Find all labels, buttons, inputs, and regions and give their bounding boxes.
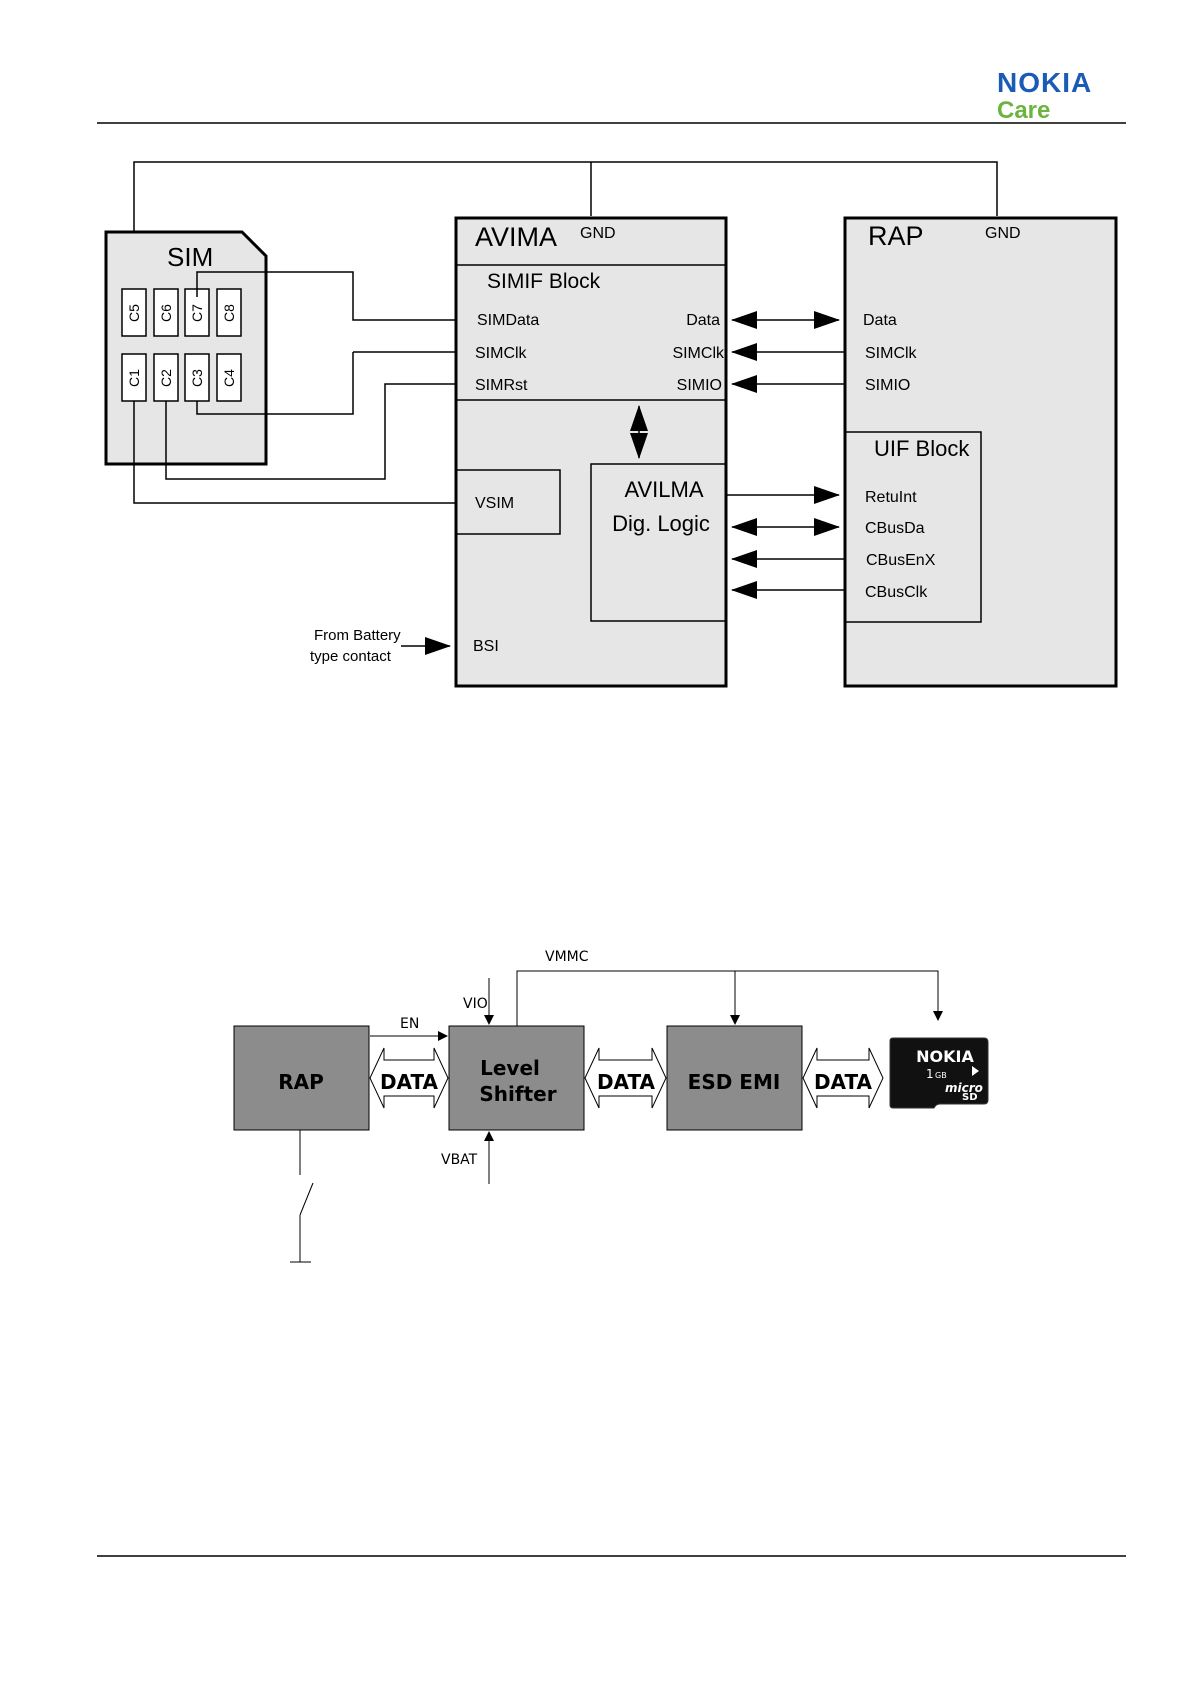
care-logo: Care: [997, 97, 1050, 124]
contact-c5: C5: [126, 304, 142, 322]
contact-c1: C1: [126, 369, 142, 387]
uif-pin-retuint: RetuInt: [865, 489, 917, 506]
contact-c2: C2: [158, 369, 174, 387]
avima-pin-simio: SIMIO: [677, 377, 722, 394]
rap-title: RAP: [868, 221, 924, 251]
level-label: Level: [480, 1056, 540, 1080]
avima-pin-simdata: SIMData: [477, 312, 539, 329]
rap-pin-simio: SIMIO: [865, 377, 910, 394]
uif-pin-cbusda: CBusDa: [865, 520, 925, 537]
avima-gnd: GND: [580, 225, 616, 242]
en-label: EN: [400, 1016, 419, 1032]
avilma-title: AVILMA: [624, 477, 703, 502]
contact-c4: C4: [221, 369, 237, 387]
uif-title: UIF Block: [874, 436, 970, 461]
avima-title: AVIMA: [475, 222, 557, 252]
avima-pin-simclk-right: SIMClk: [672, 345, 725, 362]
battery-label-2: type contact: [310, 648, 392, 665]
rap-pin-simclk: SIMClk: [865, 345, 918, 362]
avima-pin-simrst: SIMRst: [475, 377, 528, 394]
contact-c7: C7: [189, 304, 205, 322]
data-label-3: DATA: [814, 1070, 873, 1094]
vio-label: VIO: [463, 996, 488, 1012]
header: NOKIA Care: [97, 67, 1126, 124]
rap-label-2: RAP: [278, 1070, 324, 1094]
microsd-brand: NOKIA: [916, 1047, 974, 1066]
shifter-label: Shifter: [479, 1082, 556, 1106]
mmc-interface-diagram: [234, 971, 988, 1262]
data-label-1: DATA: [380, 1070, 439, 1094]
rap-gnd: GND: [985, 225, 1021, 242]
contact-c3: C3: [189, 369, 205, 387]
avilma-subtitle: Dig. Logic: [612, 511, 710, 536]
vbat-label: VBAT: [441, 1152, 478, 1168]
sim-title: SIM: [167, 242, 213, 272]
simif-title: SIMIF Block: [487, 270, 601, 293]
switch-to-ground: [290, 1130, 313, 1262]
rap-pin-data: Data: [863, 312, 897, 329]
uif-pin-cbusclk: CBusClk: [865, 584, 928, 601]
microsd-logo-sub: SD: [962, 1092, 978, 1103]
microsd-size: 1: [926, 1067, 934, 1081]
uif-pin-cbusenx: CBusEnX: [866, 552, 936, 569]
microsd-unit: GB: [935, 1071, 947, 1080]
battery-label-1: From Battery: [314, 627, 401, 644]
avima-pin-simclk: SIMClk: [475, 345, 528, 362]
esd-emi-label: ESD EMI: [688, 1070, 781, 1094]
contact-c8: C8: [221, 304, 237, 322]
bsi-label: BSI: [473, 638, 499, 655]
avima-pin-data: Data: [686, 312, 720, 329]
data-label-2: DATA: [597, 1070, 656, 1094]
vmmc-label: VMMC: [545, 949, 589, 965]
nokia-logo: NOKIA: [997, 67, 1092, 98]
contact-c6: C6: [158, 304, 174, 322]
vsim-label: VSIM: [475, 495, 514, 512]
